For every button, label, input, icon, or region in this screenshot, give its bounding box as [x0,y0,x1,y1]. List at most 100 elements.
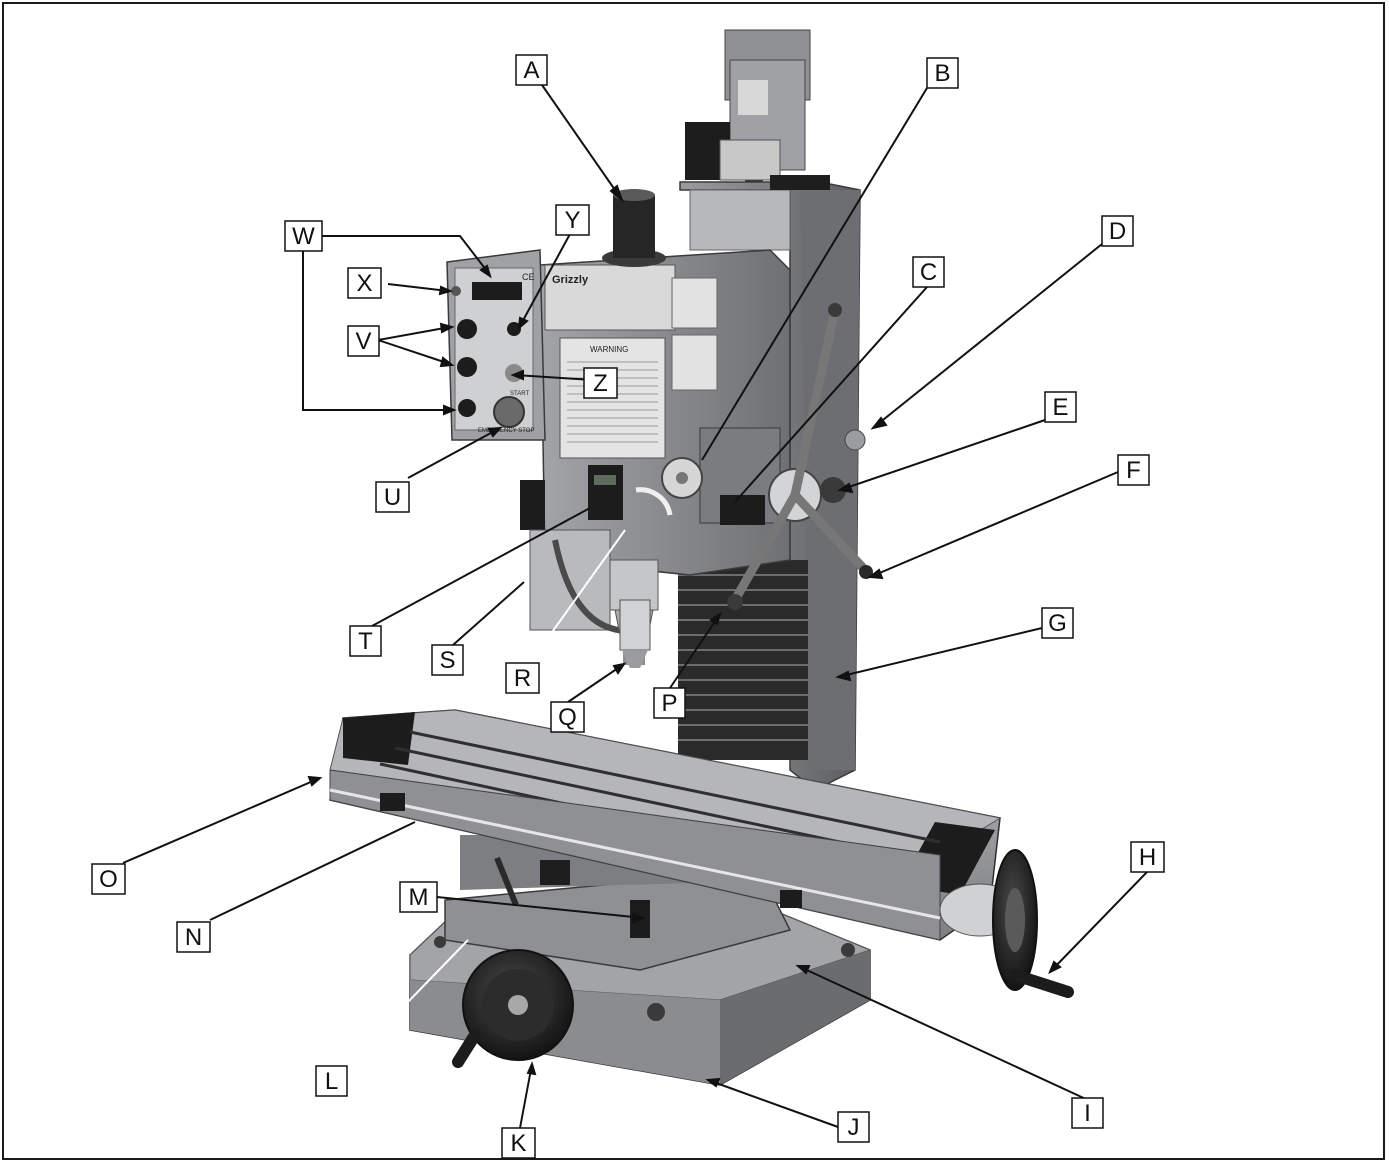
callout-Q-text: Q [558,704,577,731]
leader-A [541,84,623,201]
leader-B [701,87,928,461]
leader-X [387,283,449,292]
callout-Y-text: Y [564,207,580,234]
leader-G [837,627,1043,678]
callout-O-text: O [99,866,118,893]
callout-W: W [284,220,323,252]
down-button [457,357,477,377]
callout-F: F [1117,454,1150,486]
callout-N: N [176,921,211,953]
callout-J: J [837,1111,870,1143]
callout-K-text: K [510,1130,526,1157]
callout-X: X [347,267,382,299]
callout-S-text: S [439,647,455,674]
leader-L [345,939,469,1067]
leader-C [733,286,928,504]
callout-M-text: M [409,884,429,911]
drill-chuck [619,599,651,668]
callout-X-text: X [356,270,372,297]
head-lock [844,429,866,451]
leader-S [452,581,525,646]
callout-L: L [315,1065,348,1097]
leader-Q [567,663,625,703]
callout-C: C [912,256,945,288]
callout-A: A [515,54,548,86]
callout-L-text: L [325,1068,338,1095]
callout-C-text: C [920,259,937,286]
depth-readout [588,465,623,520]
longitudinal-handwheel [939,849,1074,998]
callout-U-text: U [384,484,401,511]
callout-R-text: R [514,665,531,692]
leader-lines [122,84,1148,1129]
callout-E: E [1044,391,1077,423]
cross-feed-handwheel [452,949,574,1068]
callout-Z: Z [583,367,618,399]
leader-H [1049,871,1148,973]
work-table [329,709,1002,941]
callout-D-text: D [1109,218,1126,245]
callout-P-text: P [661,690,677,717]
leader-R [529,529,626,664]
callout-P: P [653,687,686,719]
leader-O [122,777,321,864]
callout-O: O [91,863,126,895]
spindle-cap [602,189,666,267]
callout-Q: Q [550,701,585,733]
leader-U [407,427,501,479]
callout-B-text: B [934,60,950,87]
leader-E [839,419,1046,491]
callout-H: H [1130,841,1165,873]
direction-switch [458,399,476,417]
leader-V2 [377,339,451,365]
callout-K: K [501,1127,536,1159]
leader-W1 [322,235,491,276]
mill-drill-machine: Grizzly WARNING CE [329,29,1074,1086]
ce-mark-text: CE [522,272,535,282]
leader-P [669,613,721,689]
leader-Y [519,233,571,327]
leader-F [869,471,1119,578]
leader-V1 [377,326,451,341]
callout-U: U [375,481,410,513]
callout-A-text: A [523,57,539,84]
callout-V-text: V [355,328,371,355]
callout-D: D [1101,215,1134,247]
quill-feed-assembly [661,303,873,610]
emergency-stop-button [493,396,525,428]
callout-Y: Y [555,204,590,236]
leader-W2 [302,236,452,411]
leader-D [872,243,1103,429]
emergency-stop-text: EMERGENCY STOP [478,428,534,434]
control-panel: CE EMERGENCY STOP START [446,249,546,441]
callout-M: M [399,881,438,913]
callout-R: R [505,662,540,694]
power-indicator [451,286,461,296]
brand-plate-text: Grizzly [552,274,589,286]
callout-W-text: W [292,223,315,250]
leader-M [436,896,644,919]
callout-H-text: H [1139,844,1156,871]
callout-Z-text: Z [593,370,608,397]
feed-knob [820,477,846,503]
callout-G: G [1041,607,1074,639]
callout-J-text: J [848,1114,860,1141]
warning-label-text: WARNING [590,345,628,354]
leader-Z [514,374,594,381]
callout-S: S [431,644,464,676]
leader-N [209,821,416,921]
callout-I-text: I [1084,1100,1091,1127]
callout-labels: A B C D E F G H [91,54,1165,1159]
up-button [457,319,477,339]
digital-depth-readout [720,495,765,525]
callout-B: B [926,57,959,89]
leader-I [797,965,1089,1101]
leader-T [371,507,591,627]
callout-I: I [1071,1097,1104,1129]
callout-G-text: G [1048,610,1067,637]
leader-J [707,1079,839,1128]
callout-V: V [347,325,380,357]
callout-E-text: E [1052,394,1068,421]
